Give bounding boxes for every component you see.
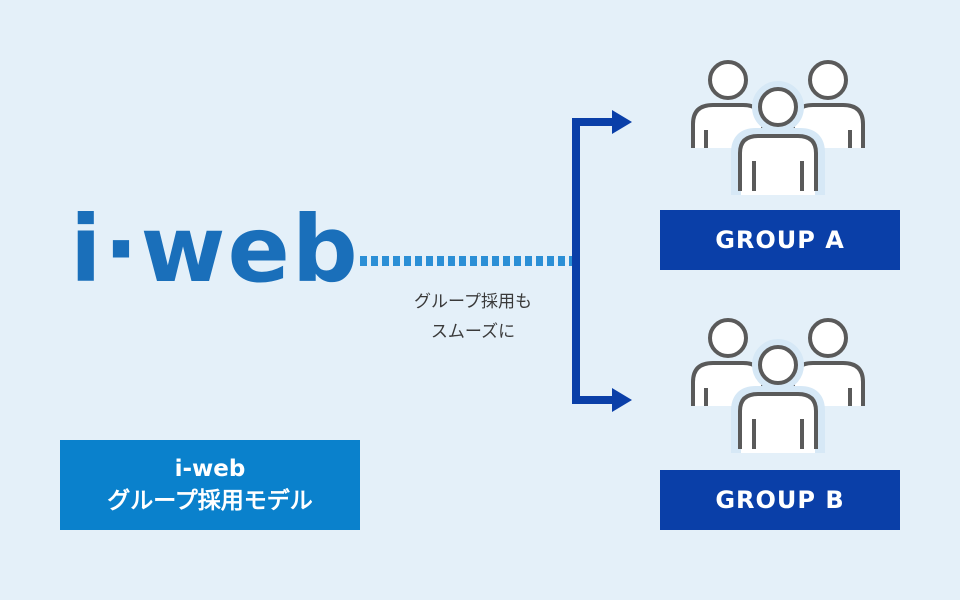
connector-caption: グループ採用も スムーズに	[378, 287, 568, 347]
caption-line2: スムーズに	[430, 322, 516, 342]
model-label-line2: グループ採用モデル	[107, 488, 313, 514]
group-a-label: GROUP A	[660, 210, 900, 270]
model-label-line1: i-web	[174, 456, 246, 482]
arrow-right-icon	[612, 110, 632, 134]
caption-line1: グループ採用も	[414, 292, 532, 312]
people-group-icon	[693, 62, 863, 195]
arrow-right-icon	[612, 388, 632, 412]
group-b-label: GROUP B	[660, 470, 900, 530]
group-model-label: i-web グループ採用モデル	[60, 440, 360, 530]
people-group-icon	[693, 320, 863, 453]
i-web-logo: i·web	[70, 196, 360, 303]
